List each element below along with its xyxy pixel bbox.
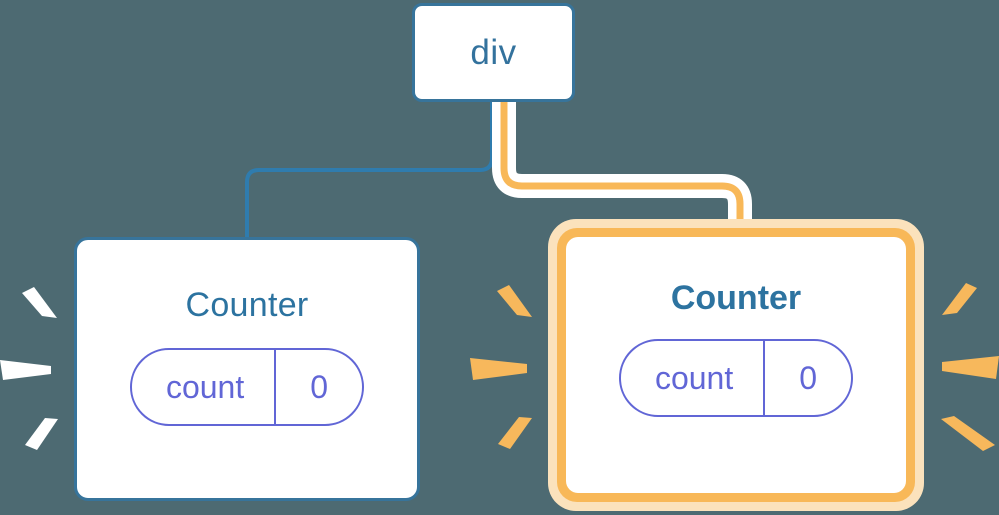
counter-left-state-pill[interactable]: count 0 xyxy=(129,348,365,426)
node-div-label: div xyxy=(470,33,517,72)
counter-left-state-key: count xyxy=(165,369,245,405)
edge-div-to-counter-left xyxy=(245,100,494,242)
counter-left-state-value: 0 xyxy=(310,369,329,405)
counter-right-state-key: count xyxy=(654,360,734,396)
node-div[interactable]: div xyxy=(412,3,575,102)
node-counter-left[interactable]: Counter count 0 xyxy=(74,237,420,501)
counter-right-state-value: 0 xyxy=(799,360,818,396)
edge-div-to-counter-right-halo xyxy=(492,100,752,232)
node-counter-right-highlight-glow: Counter count 0 xyxy=(548,219,924,511)
counter-left-title: Counter xyxy=(185,286,309,324)
edge-div-to-counter-right xyxy=(500,100,744,232)
state-pill-divider xyxy=(274,350,277,424)
counter-right-state-pill[interactable]: count 0 xyxy=(618,339,854,417)
state-pill-divider xyxy=(763,341,766,415)
counter-right-title: Counter xyxy=(670,279,802,317)
node-counter-right[interactable]: Counter count 0 xyxy=(566,237,906,493)
node-counter-right-highlight-ring: Counter count 0 xyxy=(557,228,915,502)
